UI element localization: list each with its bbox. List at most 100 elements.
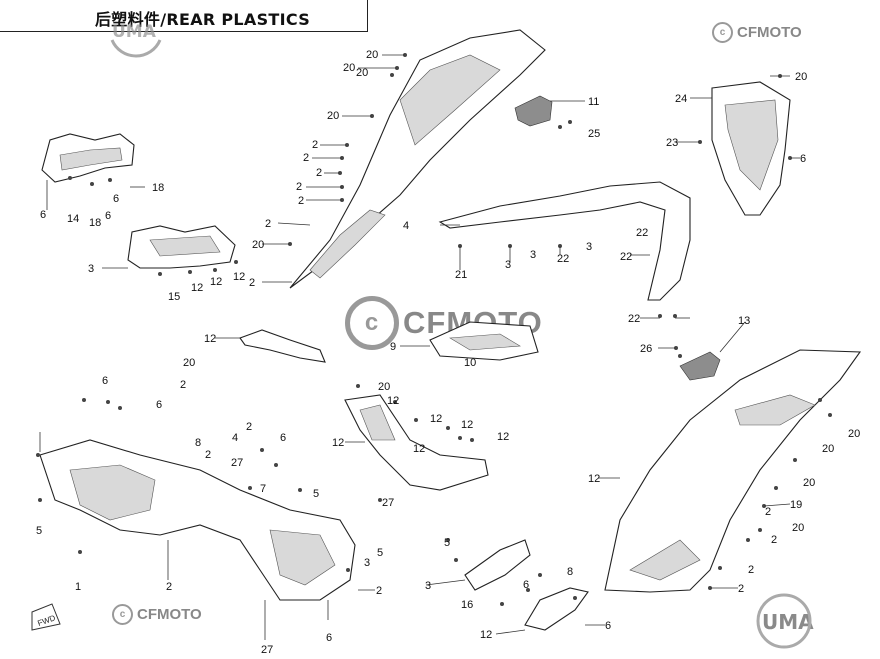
callout-number: 12 <box>413 443 425 455</box>
callout-number: 27 <box>382 497 394 509</box>
part-9-strip <box>239 329 326 363</box>
callout-number: 20 <box>848 428 860 440</box>
callout-number: 2 <box>298 195 304 207</box>
callout-number: 27 <box>261 644 273 656</box>
callout-number: 1 <box>75 581 81 593</box>
diagram-title: 后塑料件/REAR PLASTICS <box>95 10 311 29</box>
title-box: 后塑料件/REAR PLASTICS <box>0 0 368 32</box>
part-23-rear-housing <box>711 81 791 216</box>
callout-number: 10 <box>464 357 476 369</box>
part-1-frame <box>39 439 356 601</box>
callout-number: 4 <box>232 432 238 444</box>
callout-number: 20 <box>378 381 390 393</box>
callout-number: 20 <box>252 239 264 251</box>
callout-number: 20 <box>803 477 815 489</box>
part-26-mount <box>679 351 721 381</box>
callout-number: 22 <box>557 253 569 265</box>
callout-number: 12 <box>210 276 222 288</box>
callout-number: 6 <box>113 193 119 205</box>
callout-number: 6 <box>280 432 286 444</box>
callout-number: 2 <box>265 218 271 230</box>
callout-number: 8 <box>567 566 573 578</box>
cfmoto-emblem-icon: c <box>112 604 133 625</box>
callout-number: 5 <box>377 547 383 559</box>
callout-number: 12 <box>332 437 344 449</box>
part-10-mudguard <box>344 394 489 491</box>
cfmoto-emblem-icon: c <box>712 22 733 43</box>
part-15-cover <box>127 225 236 269</box>
callout-number: 12 <box>497 431 509 443</box>
callout-number: 2 <box>166 581 172 593</box>
callout-number: 9 <box>390 341 396 353</box>
part-13-tray <box>429 321 539 361</box>
callout-number: 2 <box>246 421 252 433</box>
callout-number: 2 <box>316 167 322 179</box>
callout-number: 11 <box>588 96 599 108</box>
callout-number: 2 <box>205 449 211 461</box>
cfmoto-wordmark: CFMOTO <box>137 606 202 623</box>
callout-number: 20 <box>327 110 339 122</box>
callout-number: 12 <box>387 395 399 407</box>
callout-number: 2 <box>180 379 186 391</box>
callout-number: 6 <box>40 209 46 221</box>
callout-number: 25 <box>588 128 600 140</box>
callout-number: 5 <box>313 488 319 500</box>
callout-number: 22 <box>620 251 632 263</box>
part-17-bracket <box>524 587 589 631</box>
uma-arc-icon <box>110 39 162 58</box>
callout-number: 2 <box>748 564 754 576</box>
callout-number: 20 <box>183 357 195 369</box>
callout-number: 2 <box>376 585 382 597</box>
callout-number: 16 <box>461 599 473 611</box>
part-21-rail <box>438 181 691 301</box>
callout-number: 5 <box>36 525 42 537</box>
callout-number: 18 <box>89 217 101 229</box>
callout-number: 6 <box>105 210 111 222</box>
callout-number: 12 <box>480 629 492 641</box>
callout-number: 2 <box>765 506 771 518</box>
callout-number: 20 <box>792 522 804 534</box>
callout-number: 14 <box>67 213 79 225</box>
callout-number: 12 <box>233 271 245 283</box>
uma-watermark-bottom: UMA <box>762 610 814 634</box>
callout-number: 6 <box>605 620 611 632</box>
callout-number: 20 <box>822 443 834 455</box>
callout-number: 19 <box>790 499 802 511</box>
callout-number: 27 <box>231 457 243 469</box>
callout-number: 4 <box>403 220 409 232</box>
callout-number: 2 <box>296 181 302 193</box>
callout-number: 8 <box>195 437 201 449</box>
callout-number: 20 <box>343 62 355 74</box>
callout-number: 6 <box>156 399 162 411</box>
callout-number: 22 <box>636 227 648 239</box>
cfmoto-logo-top-right: c CFMOTO <box>712 22 802 43</box>
callout-number: 2 <box>771 534 777 546</box>
callout-number: 3 <box>364 557 370 569</box>
callout-number: 13 <box>738 315 750 327</box>
callout-number: 12 <box>191 282 203 294</box>
callout-number: 26 <box>640 343 652 355</box>
callout-number: 15 <box>168 291 180 303</box>
cfmoto-logo-bottom-left: c CFMOTO <box>112 604 202 625</box>
callout-number: 3 <box>505 259 511 271</box>
callout-number: 2 <box>312 139 318 151</box>
callout-number: 24 <box>675 93 687 105</box>
cfmoto-wordmark: CFMOTO <box>737 24 802 41</box>
callout-number: 3 <box>88 263 94 275</box>
part-16-bracket <box>464 539 531 591</box>
callout-number: 22 <box>628 313 640 325</box>
uma-watermark-top: UMA <box>112 22 156 42</box>
callout-number: 12 <box>204 333 216 345</box>
callout-number: 6 <box>326 632 332 644</box>
callout-number: 18 <box>152 182 164 194</box>
callout-number: 3 <box>586 241 592 253</box>
part-14-bracket <box>41 133 135 183</box>
part-11-side-panel <box>289 29 546 289</box>
callout-number: 5 <box>444 537 450 549</box>
part-25-bracket <box>514 95 553 127</box>
uma-circle-icon <box>756 593 812 649</box>
callout-number: 12 <box>461 419 473 431</box>
callout-number: 3 <box>425 580 431 592</box>
